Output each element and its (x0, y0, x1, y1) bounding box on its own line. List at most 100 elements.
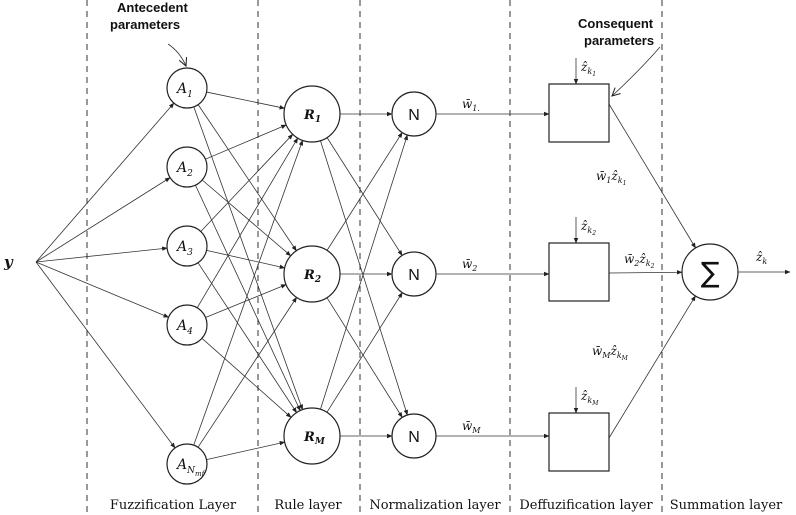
edge-mf-to-rule (197, 104, 297, 252)
edge-mf-to-rule (193, 139, 303, 446)
edge-defuzz-to-sum (608, 295, 696, 439)
edge-input-to-mf (35, 261, 176, 449)
edge-mf-to-rule (195, 184, 301, 412)
mf-node-circle (166, 146, 208, 188)
antecedent-label-line2: parameters (110, 17, 180, 32)
edge-mf-to-rule (197, 262, 297, 414)
mf-node-label: A4 (175, 318, 193, 337)
normalization-nodes: Nw̄1.Nw̄2Nw̄M (391, 91, 481, 459)
norm-output-label: w̄2 (462, 257, 477, 273)
edge-defuzz-to-sum (608, 103, 696, 249)
mf-node-label: ANmf (175, 457, 206, 478)
input-y-label: y (3, 253, 14, 271)
norm-node-label: N (408, 267, 420, 284)
edge-mf-to-rule (196, 137, 299, 308)
rule-node-circle (283, 85, 341, 143)
sum-node-circle (681, 243, 739, 301)
mf-node-circle (166, 67, 208, 109)
consequent-input-label: ẑk2 (580, 219, 596, 237)
edge-mf-to-rule (201, 179, 292, 257)
edge-rule-to-norm (326, 297, 403, 418)
consequent-input-label: ẑk1 (580, 60, 596, 78)
defuzz-output-label: w̄1ẑk1 (596, 169, 626, 187)
rule-node: R1 (283, 85, 341, 143)
edge-mf-to-rule (205, 124, 287, 160)
mf-node-circle (166, 304, 208, 346)
defuzz-node: ẑk2 (548, 219, 610, 302)
defuzz-node: ẑk1 (548, 60, 610, 143)
layer-label: Summation layer (670, 498, 783, 513)
layer-dividers (86, 0, 663, 515)
sum-symbol: ∑ (701, 256, 720, 289)
rule-node: R2 (283, 245, 341, 303)
norm-node-label: N (408, 429, 420, 446)
edge-rule-to-norm (326, 292, 403, 413)
consequent-label-line2: parameters (584, 33, 654, 48)
norm-node: Nw̄M (391, 413, 481, 459)
norm-output-label: w̄1. (462, 97, 480, 113)
edge-rule-to-norm (326, 137, 403, 256)
edge-mf-to-rule (206, 249, 286, 269)
mf-node-circle (166, 443, 208, 485)
edge-rule-to-norm (326, 132, 403, 251)
layer-label: Normalization layer (369, 498, 501, 513)
antecedent-label-line1: Antecedent (117, 0, 188, 15)
edge-input-to-mf (35, 102, 175, 263)
edge-input-to-mf (35, 261, 170, 318)
edge-rule-to-norm (320, 134, 408, 410)
norm-output-label: w̄M (462, 419, 481, 435)
sum-output-label: ẑk (755, 250, 767, 266)
defuzz-output-label: w̄2ẑk2 (624, 252, 655, 270)
defuzz-box (548, 242, 610, 302)
norm-node: Nw̄1. (391, 91, 480, 137)
norm-node-circle (391, 91, 437, 137)
mf-node: A1 (166, 67, 208, 109)
mf-node-label: A3 (175, 239, 193, 258)
rule-node: RM (283, 407, 341, 465)
edge-mf-to-rule (206, 441, 286, 461)
defuzzification-nodes: ẑk1 ẑk2 ẑkM w̄1ẑk1 w̄2ẑk2 w̄MẑkM (548, 60, 655, 472)
defuzz-box (548, 412, 610, 472)
edge-input-to-mf (35, 246, 168, 263)
defuzz-output-label: w̄MẑkM (592, 344, 629, 362)
mf-node: A2 (166, 146, 208, 188)
mf-node: A3 (166, 225, 208, 267)
edges (35, 58, 791, 461)
edge-input-to-mf (35, 177, 171, 263)
mf-node-circle (166, 225, 208, 267)
edge-mf-to-rule (206, 91, 286, 110)
rule-node-label: R2 (303, 268, 321, 285)
summation-node: ∑ ẑk (681, 243, 767, 301)
edge-mf-to-rule (197, 296, 297, 448)
norm-node: Nw̄2 (391, 251, 477, 297)
defuzz-box (548, 83, 610, 143)
layer-label: Fuzzification Layer (110, 498, 237, 513)
defuzz-node: ẑkM (548, 389, 610, 472)
mf-node-label: A2 (175, 160, 193, 179)
edge-defuzz-to-sum (608, 270, 683, 275)
rule-node-label: R1 (303, 108, 321, 125)
rule-node-circle (283, 407, 341, 465)
edge-mf-to-rule (200, 133, 294, 232)
norm-node-label: N (408, 107, 420, 124)
layer-label: Deffuzification layer (519, 498, 653, 513)
mf-node: A4 (166, 304, 208, 346)
consequent-pointer-arrow (612, 46, 661, 96)
mf-node: ANmf (166, 443, 208, 485)
rule-node-label: RM (303, 430, 326, 447)
norm-node-circle (391, 413, 437, 459)
antecedent-pointer-arrow (167, 43, 186, 66)
rule-node-circle (283, 245, 341, 303)
mf-node-label: A1 (175, 81, 193, 100)
edge-mf-to-rule (193, 106, 303, 411)
consequent-input-label: ẑkM (580, 389, 599, 407)
edge-mf-to-rule (201, 337, 292, 418)
consequent-label-line1: Consequent (578, 16, 654, 31)
norm-node-circle (391, 251, 437, 297)
edge-rule-to-norm (320, 140, 408, 416)
edge-mf-to-rule (205, 284, 287, 318)
